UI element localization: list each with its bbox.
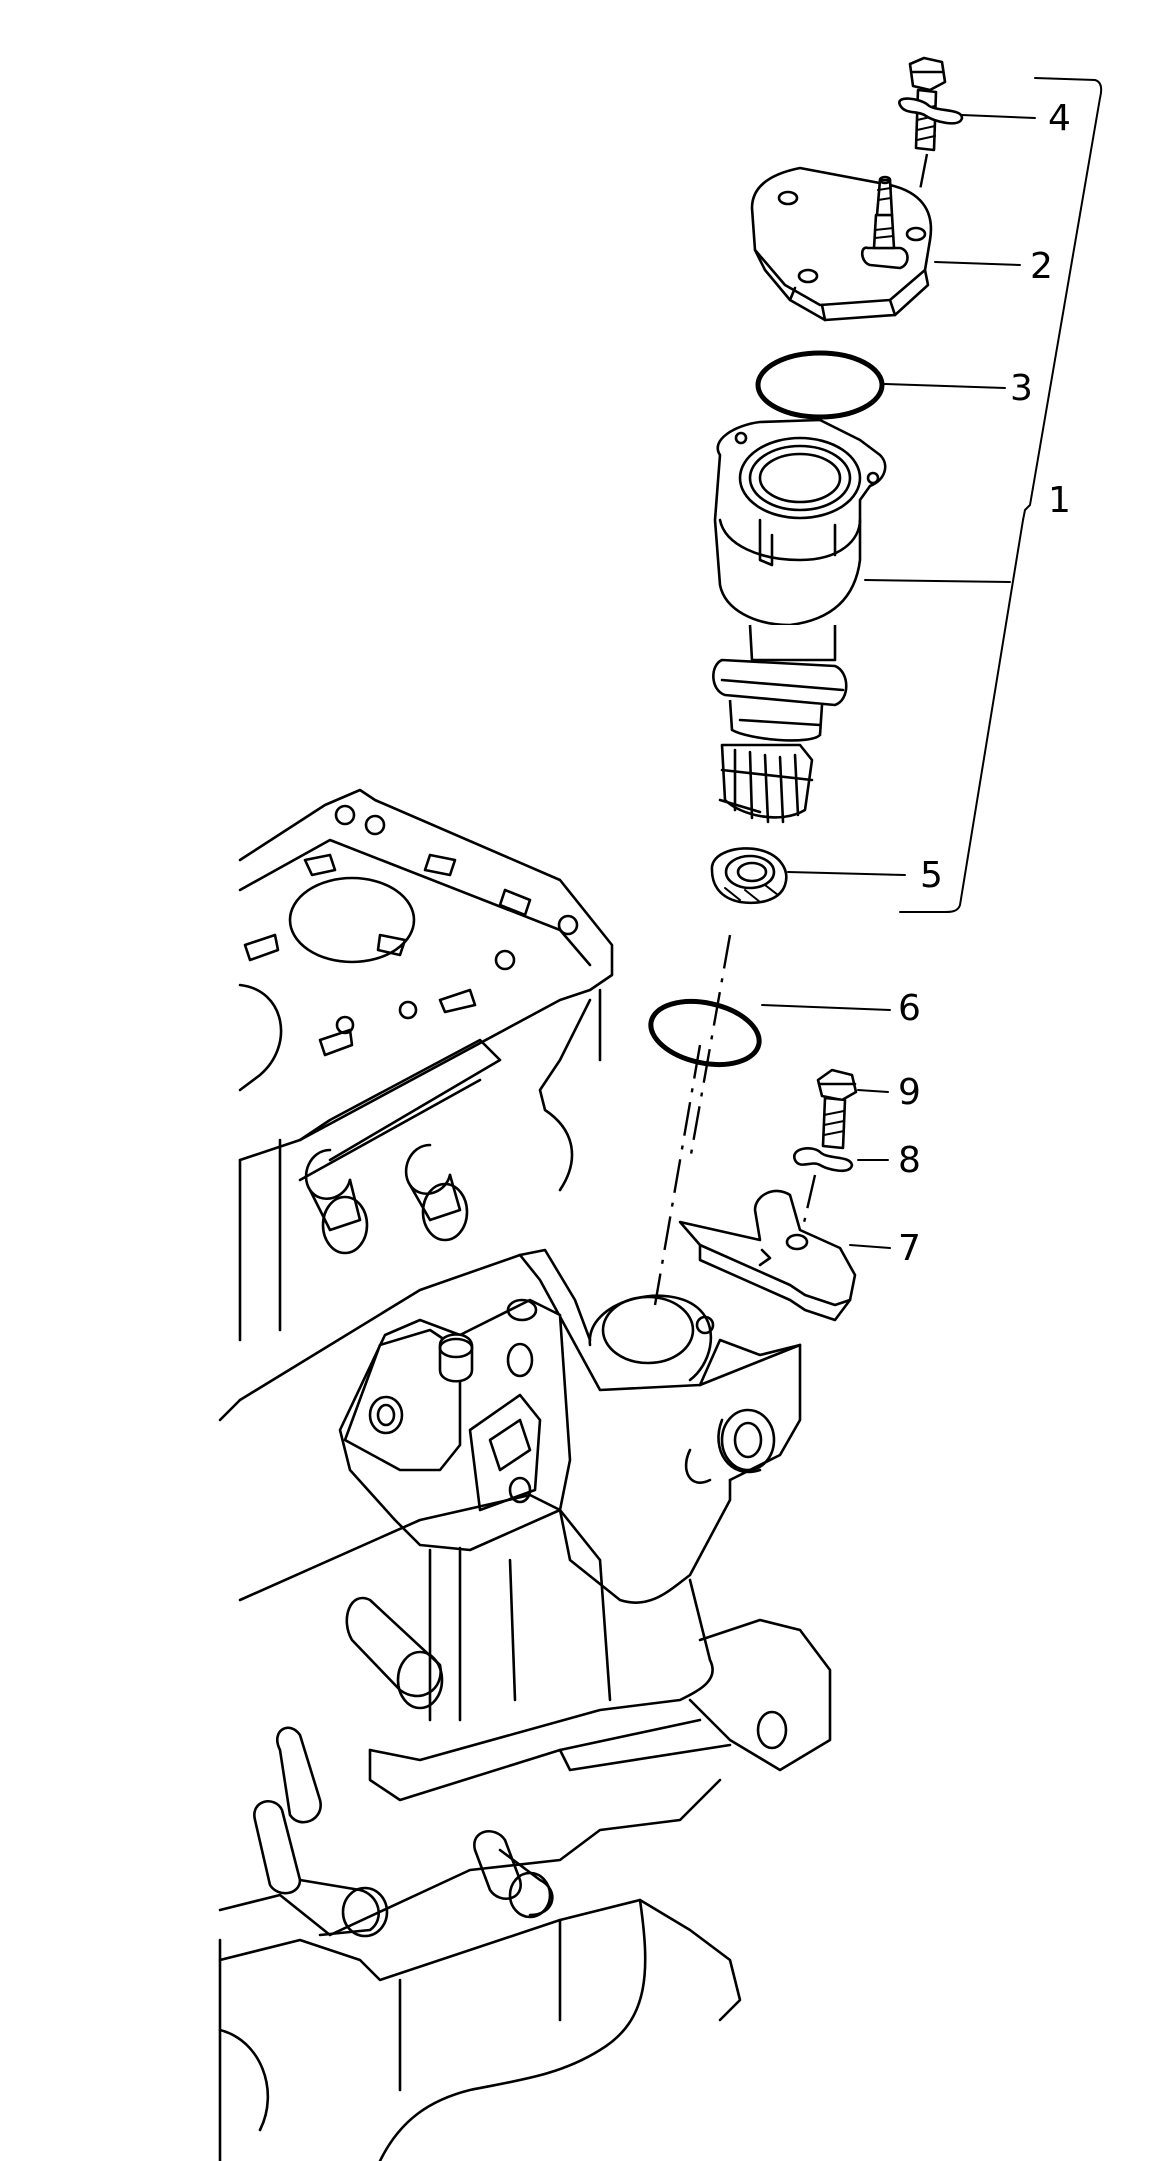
part-5-seal	[710, 847, 788, 905]
callout-labels: 4 2 3 1 5 6 9 8 7	[898, 98, 1071, 1269]
callout-4: 4	[1048, 98, 1071, 139]
part-8-lock-washer	[793, 1146, 854, 1173]
engine-block	[218, 788, 832, 2161]
part-3-o-ring	[755, 350, 885, 420]
part-6-o-ring	[648, 999, 762, 1067]
callout-2: 2	[1030, 246, 1053, 287]
callout-9: 9	[898, 1072, 921, 1113]
centerline-6-block	[653, 1044, 702, 1306]
callout-5: 5	[920, 855, 943, 896]
callout-7: 7	[898, 1228, 921, 1269]
part-7-clamp	[678, 1189, 857, 1322]
callout-6: 6	[898, 988, 921, 1029]
centerline-5-6	[688, 934, 732, 1161]
part-2-cover-plate	[750, 166, 933, 322]
part-1-drive-housing	[712, 418, 887, 824]
callout-3: 3	[1010, 368, 1033, 409]
callout-1: 1	[1048, 480, 1071, 521]
part-4-bolt	[898, 56, 964, 152]
assembly-bracket	[899, 77, 1103, 913]
centerline-4-2	[918, 153, 929, 191]
part-9-bolt	[816, 1068, 858, 1150]
callout-8: 8	[898, 1140, 921, 1181]
leader-lines	[761, 114, 1036, 1249]
centerline-8-7	[798, 1174, 817, 1241]
